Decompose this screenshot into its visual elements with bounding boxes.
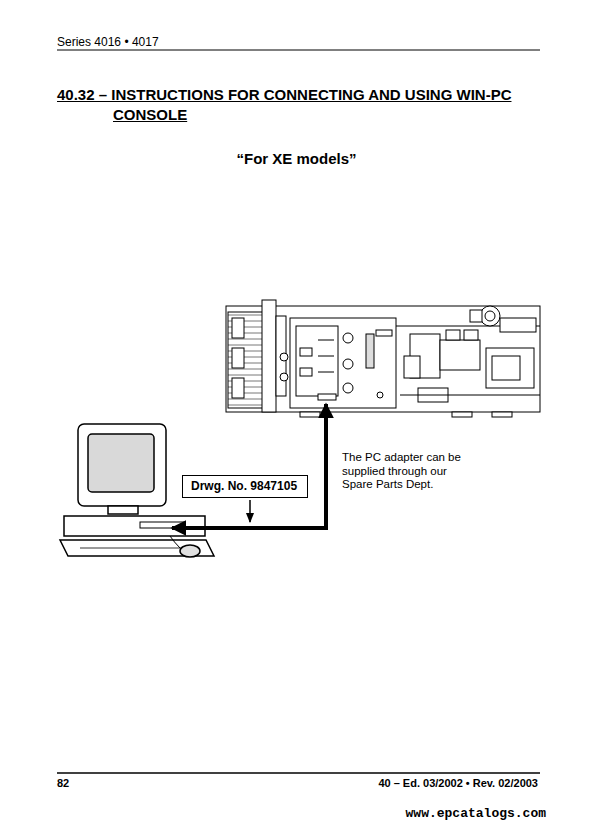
subtitle: “For XE models” [0, 150, 593, 167]
controller-unit [226, 300, 540, 417]
page-header: Series 4016 • 4017 [57, 35, 159, 49]
edition-info: 40 – Ed. 03/2002 • Rev. 02/2003 [300, 777, 538, 789]
note-text: The PC adapter can be supplied through o… [342, 451, 462, 492]
header-rule [57, 50, 540, 51]
page-number: 82 [57, 777, 69, 789]
drawing-number-box: Drwg. No. 9847105 [182, 475, 308, 498]
drawing-number: Drwg. No. 9847105 [191, 479, 299, 493]
section-title: 40.32 – INSTRUCTIONS FOR CONNECTING AND … [57, 85, 547, 125]
leader-arrow [249, 500, 251, 522]
cable-arrow [324, 404, 328, 528]
cable-arrow [172, 526, 328, 530]
watermark: www.epcatalogs.com [360, 806, 546, 821]
footer-rule [57, 772, 540, 774]
